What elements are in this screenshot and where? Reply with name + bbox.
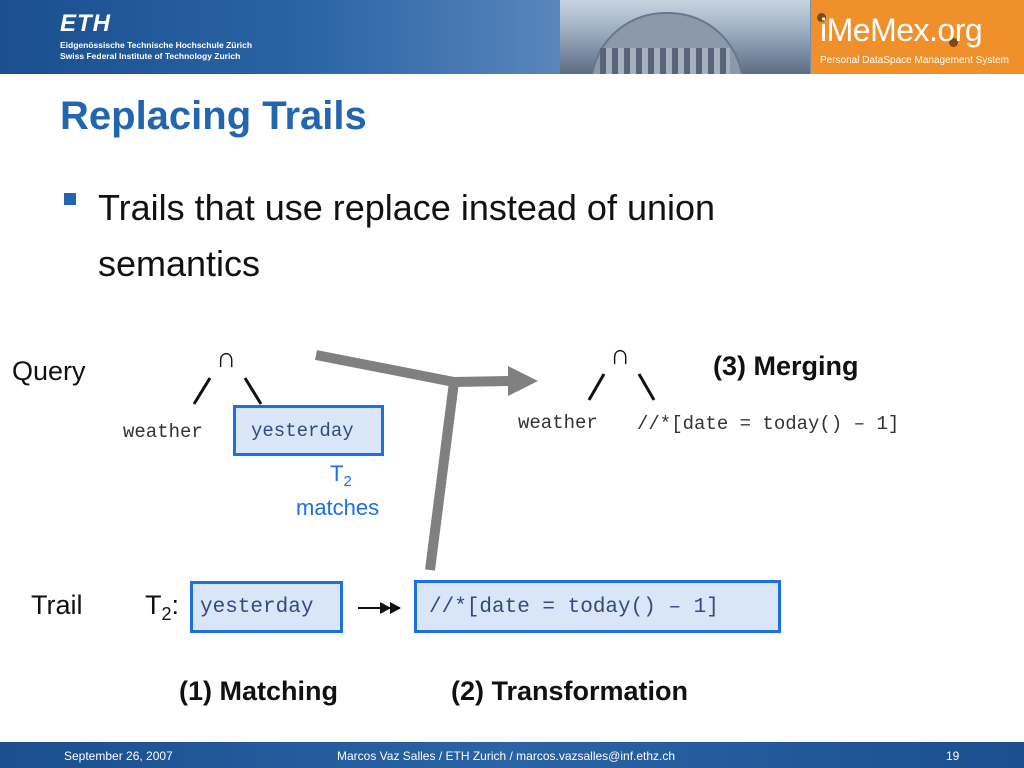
left-tree-weather-leaf: weather: [123, 421, 203, 443]
brand-name: iMeMex.org: [820, 12, 983, 48]
building-columns-image: [600, 48, 730, 74]
footer-author: Marcos Vaz Salles / ETH Zurich / marcos.…: [337, 749, 676, 763]
merging-step-label: (3) Merging: [713, 351, 859, 381]
eth-logo: ETH: [60, 10, 111, 37]
eth-name-german: Eidgenössische Technische Hochschule Zür…: [60, 40, 253, 50]
slide-title: Replacing Trails: [60, 94, 367, 138]
bullet-square-icon: [64, 193, 76, 205]
merge-arrow-upper-left: [315, 350, 455, 387]
trail-name: T2:: [145, 590, 180, 624]
trail-target-box: //*[date = today() – 1]: [414, 580, 781, 633]
match-note-t: T2: [330, 461, 352, 490]
matching-step-label: (1) Matching: [179, 676, 338, 706]
right-tree-right-branch: [637, 373, 656, 401]
right-intersection-operator: ∩: [610, 339, 631, 370]
trail-target-text: //*[date = today() – 1]: [429, 596, 719, 619]
merge-arrowhead: [508, 366, 538, 396]
match-note-word: matches: [296, 495, 380, 520]
brand-dot-icon: [817, 13, 826, 22]
left-tree-yesterday-leaf: yesterday: [251, 420, 354, 442]
transform-arrow-stem: [425, 381, 459, 571]
trail-label: Trail: [31, 590, 83, 620]
trail-source-box: yesterday: [190, 581, 343, 633]
right-tree-weather-leaf: weather: [518, 412, 598, 434]
header-banner: ETH Eidgenössische Technische Hochschule…: [0, 0, 1024, 74]
left-tree-right-branch: [243, 377, 263, 405]
footer-date: September 26, 2007: [64, 749, 173, 763]
bullet-text: Trails that use replace instead of union…: [98, 187, 716, 284]
right-tree-date-expression-leaf: //*[date = today() – 1]: [637, 413, 900, 435]
brand-tagline: Personal DataSpace Management System: [820, 55, 1009, 66]
yesterday-query-box: yesterday: [233, 405, 384, 456]
trail-source-text: yesterday: [200, 596, 314, 619]
trail-arrowhead-1: [380, 602, 391, 614]
eth-name-english: Swiss Federal Institute of Technology Zu…: [60, 51, 241, 61]
left-tree-left-branch: [192, 377, 212, 405]
merge-arrow-shaft: [453, 376, 513, 387]
footer-page-number: 19: [946, 749, 960, 763]
query-label: Query: [12, 356, 86, 386]
transformation-step-label: (2) Transformation: [451, 676, 689, 706]
trail-arrowhead-2: [390, 602, 401, 614]
left-intersection-operator: ∩: [216, 342, 237, 373]
brand-dot-icon: [949, 38, 958, 47]
imemex-brand: iMeMex.org Personal DataSpace Management…: [811, 0, 1024, 74]
footer-bar: September 26, 2007 Marcos Vaz Salles / E…: [0, 742, 1024, 768]
right-tree-left-branch: [587, 373, 606, 401]
